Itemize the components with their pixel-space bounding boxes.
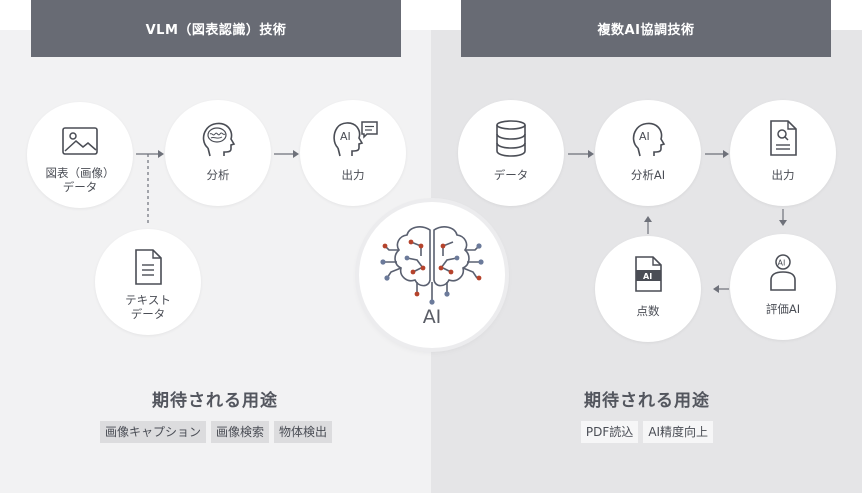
label-right-output: 出力 — [771, 168, 795, 182]
node-right-output: 出力 — [730, 100, 836, 206]
multi-ai-header: 複数AI協調技術 — [461, 0, 831, 57]
database-icon — [496, 120, 526, 157]
right-tag: PDF読込 — [580, 421, 639, 443]
label-evaluation-ai: 評価AI — [765, 302, 801, 316]
label-score: 点数 — [636, 304, 660, 318]
vlm-header: VLM（図表認識）技術 — [31, 0, 401, 57]
label-data: データ — [493, 168, 529, 182]
label-output: 出力 — [341, 168, 365, 182]
right-usage-title: 期待される用途 — [584, 391, 710, 411]
image-icon — [62, 127, 98, 155]
label-text-data: テキスト データ — [125, 293, 171, 321]
right-tag: AI精度向上 — [643, 421, 714, 443]
brain-head-icon — [202, 122, 236, 157]
ai-file-icon: AI — [635, 256, 662, 292]
left-usage-tags: 画像キャプション画像検索物体検出 — [26, 421, 406, 443]
node-score: AI 点数 — [595, 236, 701, 342]
ai-speech-head-icon: AI — [333, 121, 378, 157]
search-document-icon — [770, 120, 797, 156]
node-analysis: 分析 — [165, 100, 271, 206]
center-ai-circle: AI — [359, 202, 505, 348]
ai-head-icon: AI — [632, 122, 666, 157]
node-text-data: テキスト データ — [95, 229, 201, 335]
label-analysis-ai: 分析AI — [630, 168, 666, 182]
left-tag: 物体検出 — [274, 421, 333, 443]
left-usage-title: 期待される用途 — [152, 391, 278, 411]
label-image-data: 図表（画像） データ — [45, 166, 115, 194]
svg-text:AI: AI — [643, 272, 652, 281]
svg-text:AI: AI — [340, 130, 351, 143]
node-evaluation-ai: AI 評価AI — [730, 234, 836, 340]
node-image-data: 図表（画像） データ — [27, 102, 133, 208]
node-output: AI 出力 — [300, 100, 406, 206]
ai-person-icon: AI — [770, 254, 796, 291]
svg-text:AI: AI — [778, 259, 786, 268]
circuit-brain-icon — [380, 226, 484, 305]
left-tag: 画像検索 — [210, 421, 269, 443]
document-icon — [135, 249, 162, 285]
svg-text:AI: AI — [639, 130, 650, 143]
center-ai-label: AI — [422, 306, 442, 328]
node-data: データ — [458, 100, 564, 206]
node-analysis-ai: AI 分析AI — [595, 100, 701, 206]
left-tag: 画像キャプション — [99, 421, 206, 443]
label-analysis: 分析 — [206, 168, 230, 182]
